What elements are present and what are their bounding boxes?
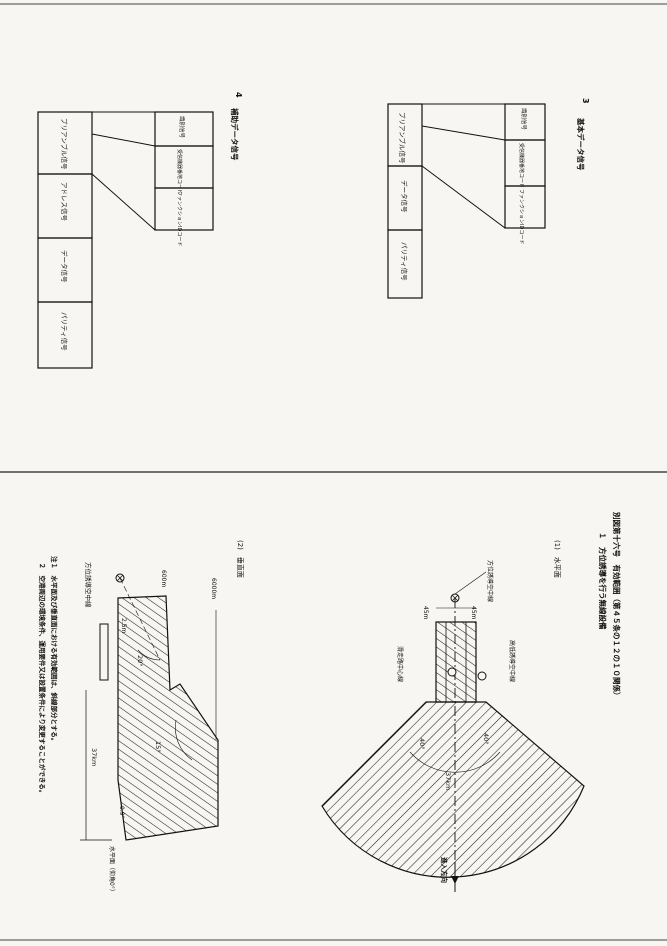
horiz-plane-label: 水平面（仰角0°） bbox=[108, 846, 116, 895]
vertical-antenna-x2 bbox=[116, 574, 124, 582]
fig3-label-data: データ信号 bbox=[400, 180, 409, 213]
dim-45-label-b: 45m bbox=[470, 606, 477, 620]
fig4-cell-parity bbox=[37, 301, 93, 369]
vertical-azimuth-label: 方位誘導空中線 bbox=[84, 562, 93, 608]
range-37-label: 37km bbox=[444, 772, 452, 790]
fig4-label-fill-all: 識別信号 bbox=[178, 116, 186, 139]
fig4-connector-bottom bbox=[91, 173, 156, 231]
runway-elevation-bar bbox=[99, 623, 109, 681]
angle-40-label-a: 40° bbox=[418, 738, 426, 750]
fig4-label-receiver-addr: 受信機器番地コード bbox=[176, 149, 183, 194]
fig3-cell-parity bbox=[387, 229, 423, 299]
fig3-label-receiver-addr: 受信機器番地コード bbox=[518, 143, 525, 188]
elevation-pointer-marker bbox=[477, 671, 487, 681]
d25-label: 2.5m bbox=[120, 618, 127, 634]
azimuth-ray-vert bbox=[119, 577, 161, 661]
coverage-figure: 別図第十六号 有効範囲（第４５条の１２の１０関係） １ 方位誘導を行う無線設備 … bbox=[38, 511, 622, 895]
fig4-cell-function-id bbox=[154, 187, 214, 231]
horizontal-label: (1) 水平面 bbox=[553, 540, 562, 578]
azimuth-center-label: 方位誘導空中線 bbox=[486, 560, 494, 602]
angle-arc-20 bbox=[137, 649, 161, 661]
vertical-coverage-region bbox=[117, 595, 219, 841]
ang09-label: 0.9° bbox=[118, 806, 125, 819]
runway-inner bbox=[445, 621, 467, 703]
azimuth-antenna-x2 bbox=[451, 594, 459, 602]
fig3-label-fill-all: 識別信号 bbox=[520, 108, 528, 131]
fig3-label-preamble: プリアンブル信号 bbox=[398, 112, 407, 164]
elevation-antenna-marker bbox=[447, 667, 457, 677]
d37-vert-label: 37km bbox=[90, 748, 98, 766]
fig4-cell-receiver-addr bbox=[154, 145, 214, 189]
approach-arrow-head bbox=[451, 876, 459, 884]
fig3-connector-mid bbox=[421, 125, 506, 141]
elevation-center-label: 高低誘導空中線 bbox=[508, 640, 516, 682]
fig4-title: 補助データ信号 bbox=[230, 107, 240, 161]
fig3-title: 基本データ信号 bbox=[576, 117, 586, 171]
main-title: 別図第十六号 有効範囲（第４５条の１２の１０関係） bbox=[612, 511, 622, 700]
angle-20-label: 20° bbox=[136, 655, 144, 667]
approach-dir-label: 進入方向 bbox=[440, 857, 449, 884]
figure-3: 3 基本データ信号 プリアンブル信号 データ信号 パリティ信号 識別信号 受信機… bbox=[387, 98, 590, 299]
main-subtitle: １ 方位誘導を行う無線設備 bbox=[598, 532, 608, 630]
angle-40-label-b: 40° bbox=[482, 733, 490, 745]
fig4-label-function-id: ファンクションIDコード bbox=[176, 191, 182, 246]
dim-45-label-a: 45m bbox=[422, 606, 429, 620]
angle-arc-40 bbox=[409, 751, 501, 773]
fig3-connector-bottom bbox=[421, 165, 506, 229]
fig4-label-address: アドレス信号 bbox=[60, 182, 69, 222]
figure-4: 4 補助データ信号 プリアンブル信号 アドレス信号 データ信号 パリティ信号 識… bbox=[37, 92, 243, 369]
horizontal-coverage-fan bbox=[321, 701, 585, 878]
note-1: 注１ 水平面及び垂直面における有効範囲は、斜線部分とする。 bbox=[50, 556, 59, 744]
vertical-label: (2) 垂直面 bbox=[236, 540, 245, 578]
azimuth-leader bbox=[454, 571, 487, 595]
note-2: ２ 空港周辺の環境条件、運用要件又は設置条件により変更することができる。 bbox=[38, 556, 47, 796]
h600-label: 600m bbox=[160, 570, 167, 587]
angle-15-label: 15° bbox=[154, 741, 162, 753]
fig4-label-parity: パリティ信号 bbox=[60, 312, 69, 351]
fig4-number: 4 bbox=[234, 92, 243, 98]
vertical-antenna-marker bbox=[115, 573, 125, 583]
h6000-label: 6000m bbox=[210, 578, 217, 599]
fig3-label-function-id: ファンクションIDコード bbox=[518, 189, 524, 244]
fig4-connector-mid bbox=[91, 133, 156, 147]
fig4-label-data: データ信号 bbox=[60, 250, 69, 283]
fig3-label-parity: パリティ信号 bbox=[400, 242, 409, 281]
fig4-label-preamble: プリアンブル信号 bbox=[60, 118, 69, 170]
fig3-cell-function-id bbox=[504, 185, 546, 229]
runway-strip bbox=[435, 621, 477, 703]
fig3-number: 3 bbox=[581, 98, 590, 104]
angle-arc-15 bbox=[175, 719, 193, 761]
runway-center-label: 滑走路中心線 bbox=[396, 646, 404, 682]
fig3-cell-receiver-addr bbox=[504, 139, 546, 187]
